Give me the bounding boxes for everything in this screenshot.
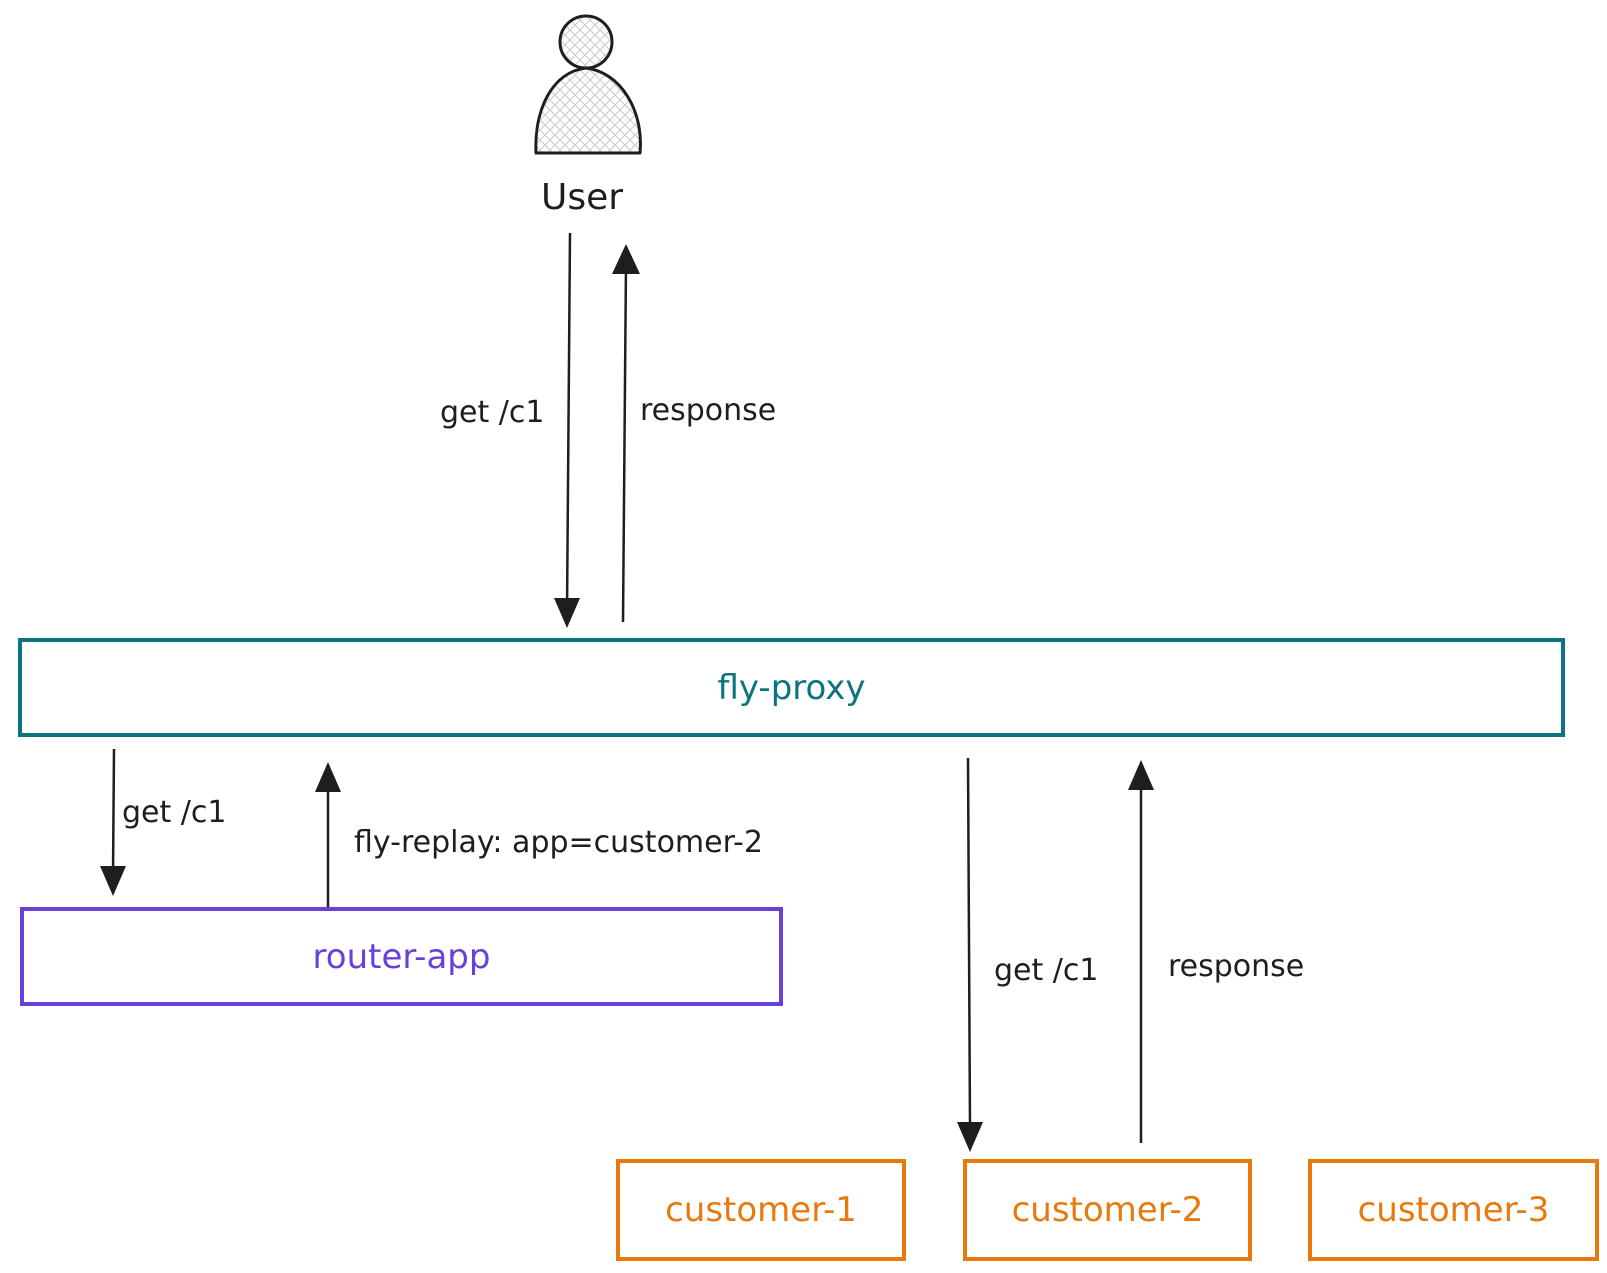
router-replay-label: fly-replay: app=customer-2: [354, 825, 763, 860]
person-icon: [534, 14, 642, 155]
customer-request-arrowhead: [957, 1122, 983, 1152]
customer-request-arrow: [966, 757, 972, 1129]
user-response-arrowhead: [612, 244, 640, 274]
user-response-label: response: [640, 393, 777, 428]
router-app-box: router-app: [20, 907, 783, 1006]
customer-2-box: customer-2: [963, 1159, 1252, 1261]
customer-3-box: customer-3: [1308, 1159, 1599, 1261]
customer-2-label: customer-2: [1011, 1190, 1204, 1230]
router-app-label: router-app: [312, 936, 491, 977]
user-request-arrowhead: [554, 598, 580, 628]
user-response-arrow: [621, 261, 628, 623]
customer-request-label: get /c1: [994, 953, 1099, 988]
user-label: User: [541, 177, 624, 218]
user-request-label: get /c1: [440, 395, 545, 430]
fly-proxy-label: fly-proxy: [717, 667, 866, 708]
customer-response-arrowhead: [1128, 760, 1154, 790]
customer-1-box: customer-1: [616, 1159, 906, 1261]
user-request-arrow: [565, 232, 572, 613]
fly-proxy-box: fly-proxy: [18, 638, 1565, 737]
router-request-arrow: [111, 748, 116, 877]
customer-response-label: response: [1168, 949, 1305, 984]
customer-1-label: customer-1: [665, 1190, 857, 1230]
customer-3-label: customer-3: [1357, 1190, 1550, 1230]
router-request-label: get /c1: [122, 795, 227, 830]
router-request-arrowhead: [100, 866, 126, 896]
router-replay-arrowhead: [315, 762, 341, 792]
